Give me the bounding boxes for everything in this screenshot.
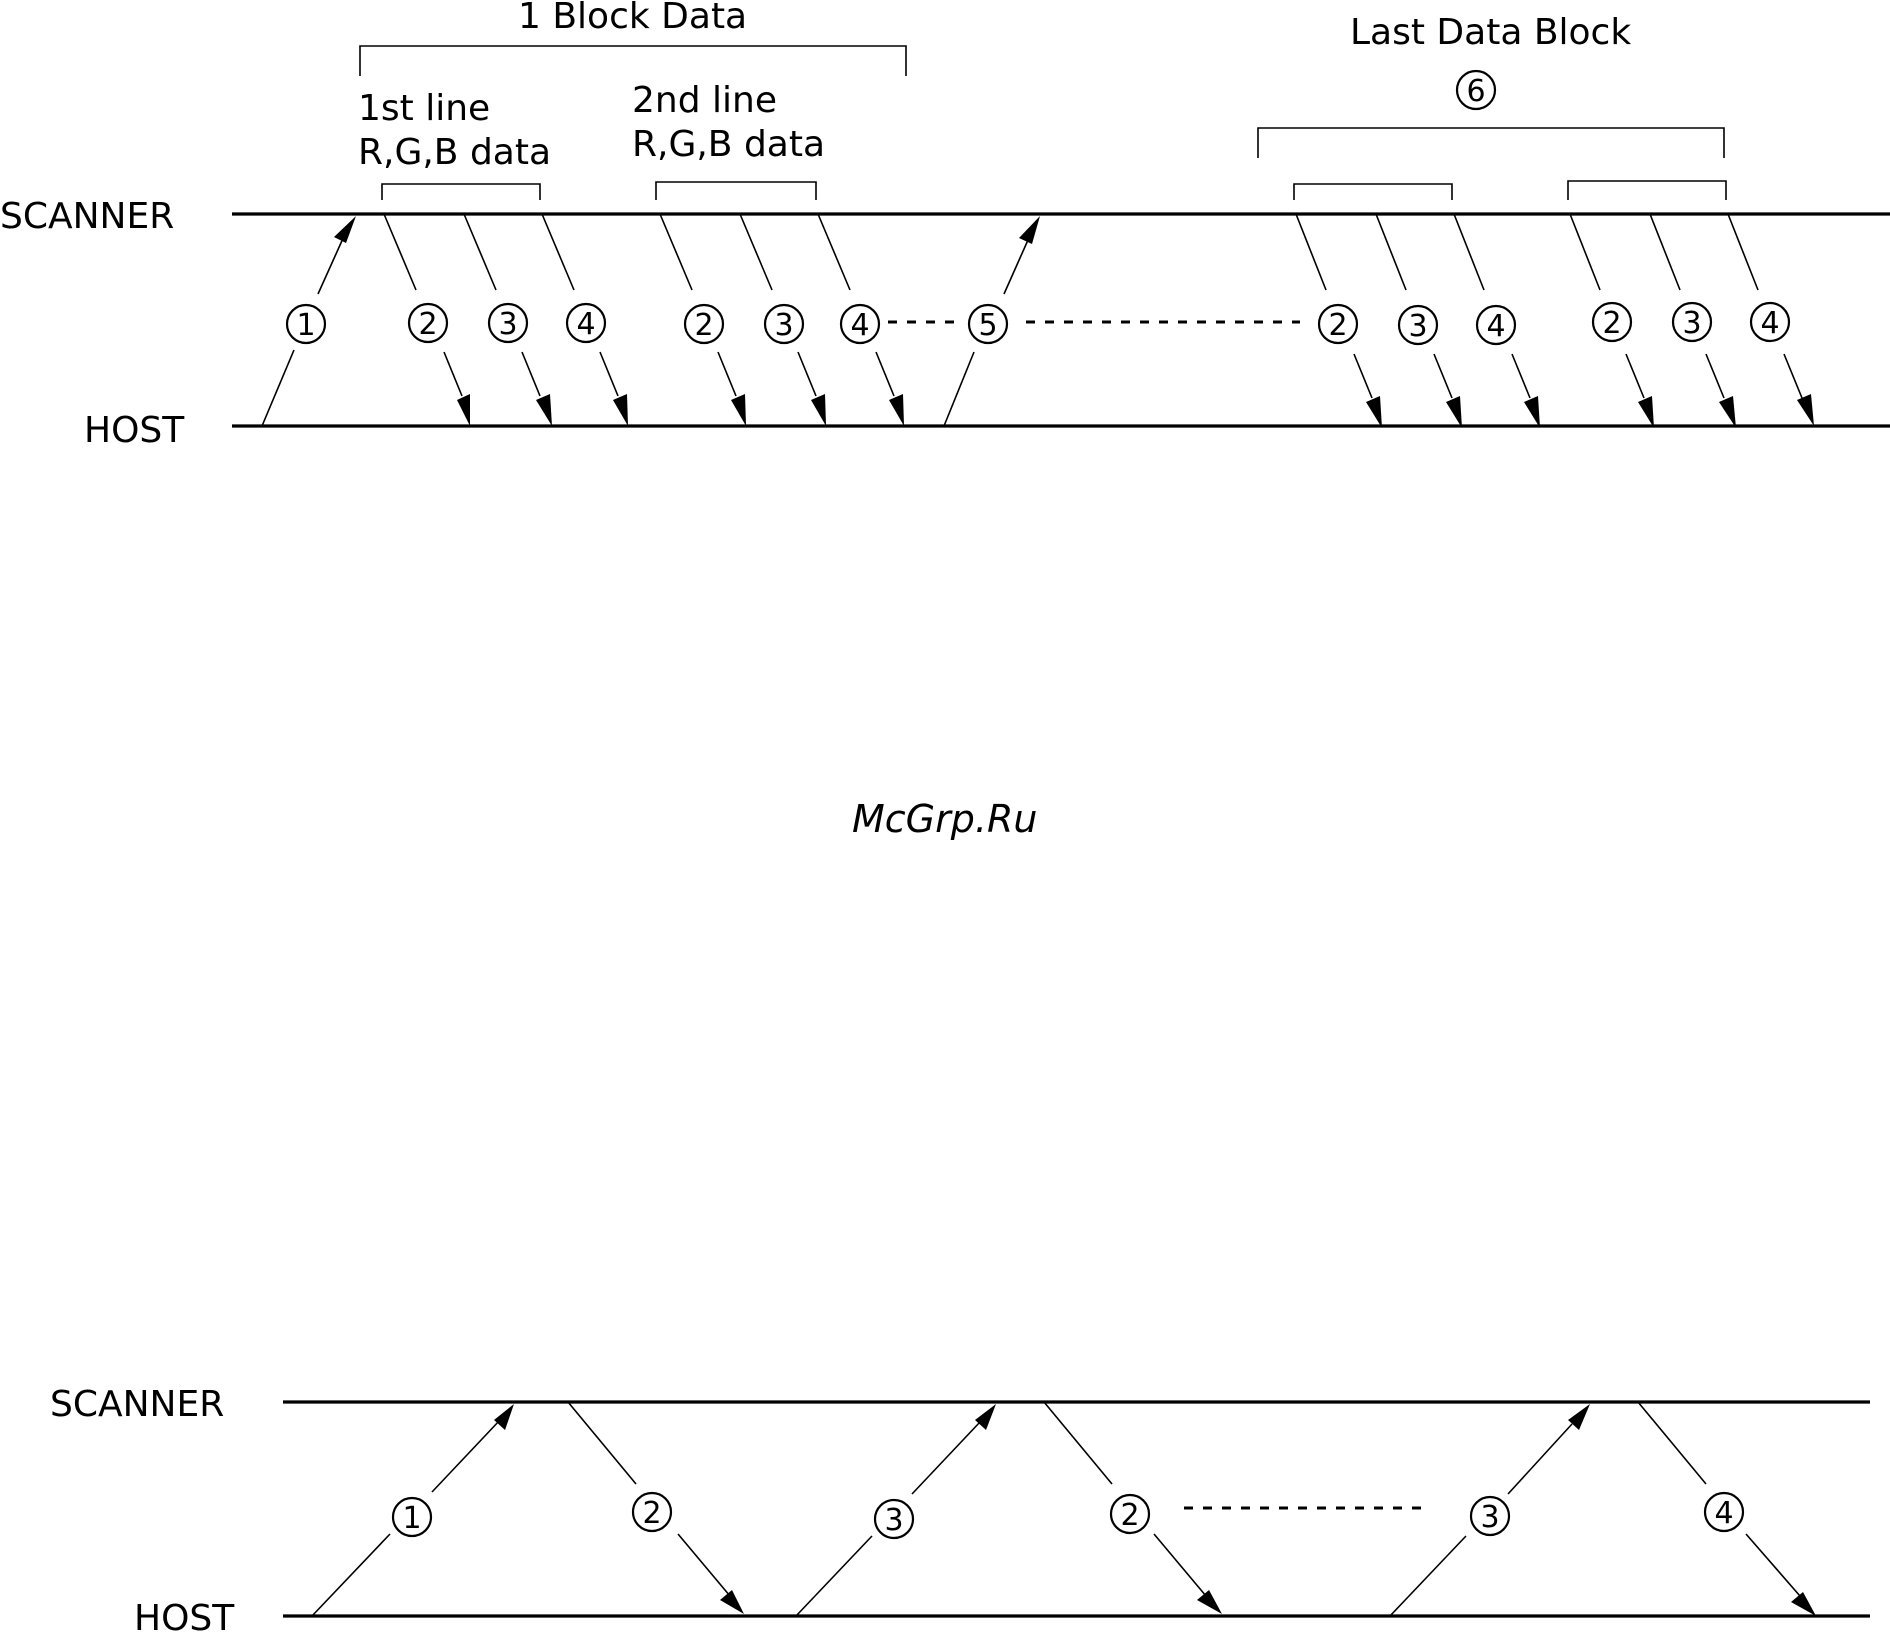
d1-arrowhead <box>1446 396 1462 428</box>
d2-step-num: 3 <box>1480 1500 1499 1535</box>
d1-step-num: 1 <box>296 308 315 343</box>
d1-step-3c: 3 <box>1376 214 1462 428</box>
d1-arrowhead <box>1797 394 1814 426</box>
d1-step-num: 4 <box>1486 309 1505 344</box>
d1-step-4d: 4 <box>1728 214 1814 426</box>
d1-step-3d: 3 <box>1650 214 1736 428</box>
d1-arrowhead <box>1019 216 1040 244</box>
diagram-2: SCANNER HOST 1 2 3 <box>50 1384 1870 1632</box>
d1-step-num: 4 <box>1760 306 1779 341</box>
d2-step-1: 1 <box>312 1404 514 1616</box>
d1-step-2c: 2 <box>1296 214 1382 428</box>
d1-step-1: 1 <box>262 216 356 426</box>
d2-arrowhead <box>1791 1592 1816 1616</box>
d1-step-3b: 3 <box>740 214 826 426</box>
diagram-1: SCANNER HOST 1 Block Data 1st line R,G,B… <box>0 0 1890 451</box>
d1-step-4c: 4 <box>1454 214 1540 428</box>
d1-block-label: 1 Block Data <box>518 0 747 37</box>
d1-step-num: 4 <box>576 307 595 342</box>
d1-line2-label-a: 2nd line <box>632 80 777 121</box>
d1-line1-label-a: 1st line <box>358 88 490 129</box>
d1-step-num: 2 <box>1328 308 1347 343</box>
d1-last-block-label: Last Data Block <box>1350 12 1631 53</box>
d2-step-num: 2 <box>642 1496 661 1531</box>
d2-step-2b: 2 <box>1044 1402 1222 1614</box>
d1-arrowhead <box>1638 396 1654 428</box>
d2-arrowhead <box>494 1404 514 1430</box>
d2-scanner-label: SCANNER <box>50 1384 224 1425</box>
d1-step-num: 3 <box>774 308 793 343</box>
d2-arrowhead <box>720 1590 744 1614</box>
d2-arrowhead <box>975 1404 996 1430</box>
d1-line1-bracket <box>382 184 540 200</box>
d1-step-4a: 4 <box>542 214 628 426</box>
d1-line2-bracket <box>656 182 816 200</box>
d2-step-num: 2 <box>1120 1498 1139 1533</box>
d1-arrowhead <box>889 394 904 426</box>
d1-arrowhead <box>613 394 628 426</box>
d1-host-label: HOST <box>84 410 185 451</box>
d2-host-label: HOST <box>134 1598 235 1632</box>
watermark-logo: McGrp.Ru <box>852 797 1037 841</box>
d1-step-num: 3 <box>498 307 517 342</box>
d1-step-num: 3 <box>1408 309 1427 344</box>
d1-last-line2-bracket <box>1568 181 1726 200</box>
d1-step-2b: 2 <box>660 214 746 426</box>
d2-step-3a: 3 <box>796 1404 996 1616</box>
d1-block-bracket <box>360 46 906 76</box>
d2-arrowhead <box>1568 1404 1590 1430</box>
d1-arrowhead <box>457 394 470 426</box>
d1-arrowhead <box>1366 396 1382 428</box>
d1-step-2d: 2 <box>1570 214 1654 428</box>
d1-step-4b: 4 <box>818 214 904 426</box>
d1-step-num: 5 <box>978 308 997 343</box>
d1-step-num: 2 <box>1602 306 1621 341</box>
d1-arrowhead <box>1524 396 1540 428</box>
d1-last-block-bracket <box>1258 128 1724 158</box>
d2-step-num: 3 <box>884 1503 903 1538</box>
d1-scanner-label: SCANNER <box>0 196 174 237</box>
d1-step-2a: 2 <box>384 214 470 426</box>
d1-arrowhead <box>536 394 552 426</box>
d1-arrowhead <box>1719 396 1736 428</box>
d2-step-2a: 2 <box>568 1402 744 1614</box>
d1-last-line1-bracket <box>1294 184 1452 200</box>
d1-step-num: 3 <box>1682 306 1701 341</box>
d1-step-3a: 3 <box>464 214 552 426</box>
d2-step-4: 4 <box>1638 1402 1816 1616</box>
d2-step-3b: 3 <box>1390 1404 1590 1616</box>
d1-step-num: 2 <box>418 307 437 342</box>
d1-arrowhead <box>731 394 746 426</box>
d1-arrowhead <box>334 216 356 243</box>
d1-arrowhead <box>811 394 826 426</box>
d2-step-num: 4 <box>1714 1496 1733 1531</box>
d1-step-num: 4 <box>850 308 869 343</box>
d1-line1-label-b: R,G,B data <box>358 132 551 173</box>
d1-line2-label-b: R,G,B data <box>632 124 825 165</box>
d1-step-5: 5 <box>944 216 1040 426</box>
d2-step-num: 1 <box>402 1501 421 1536</box>
d1-step-num: 2 <box>694 308 713 343</box>
d2-arrowhead <box>1197 1590 1222 1614</box>
d1-last-block-num: 6 <box>1466 74 1485 109</box>
